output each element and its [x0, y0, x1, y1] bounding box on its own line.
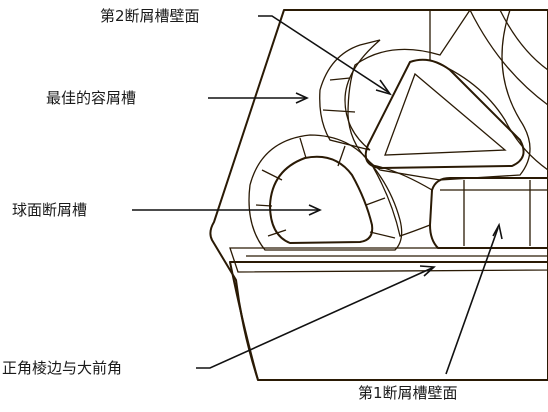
label-spherical-chip-groove: 球面断屑槽 — [12, 201, 87, 219]
groove-facet-1 — [262, 170, 282, 180]
insert-side-face — [230, 262, 548, 380]
label-second-groove-wall: 第2断屑槽壁面 — [100, 7, 200, 25]
insert-body — [210, 10, 548, 380]
groove-facet-4 — [300, 138, 306, 158]
chip-pocket-segment-2 — [330, 78, 350, 80]
arrow-second-groove-wall — [376, 80, 390, 94]
triangular-chip-breaker — [366, 60, 524, 168]
groove-facet-6 — [366, 198, 385, 205]
corner-arc-1 — [470, 10, 548, 105]
leader-first-groove-wall — [446, 228, 498, 374]
groove-facet-5 — [338, 146, 345, 166]
label-first-groove-wall: 第1断屑槽壁面 — [358, 384, 458, 402]
label-positive-edge-rake: 正角棱边与大前角 — [2, 359, 122, 377]
cutting-edge-land — [230, 248, 548, 272]
leader-positive-edge-rake — [196, 268, 432, 368]
groove-facet-3 — [268, 230, 286, 236]
chip-pocket-segment-1 — [323, 110, 355, 112]
label-optimal-chip-groove: 最佳的容屑槽 — [46, 89, 136, 107]
triangle-inner-edge — [385, 74, 505, 155]
groove-link-segment — [372, 165, 432, 236]
groove-facet-7 — [370, 232, 395, 238]
